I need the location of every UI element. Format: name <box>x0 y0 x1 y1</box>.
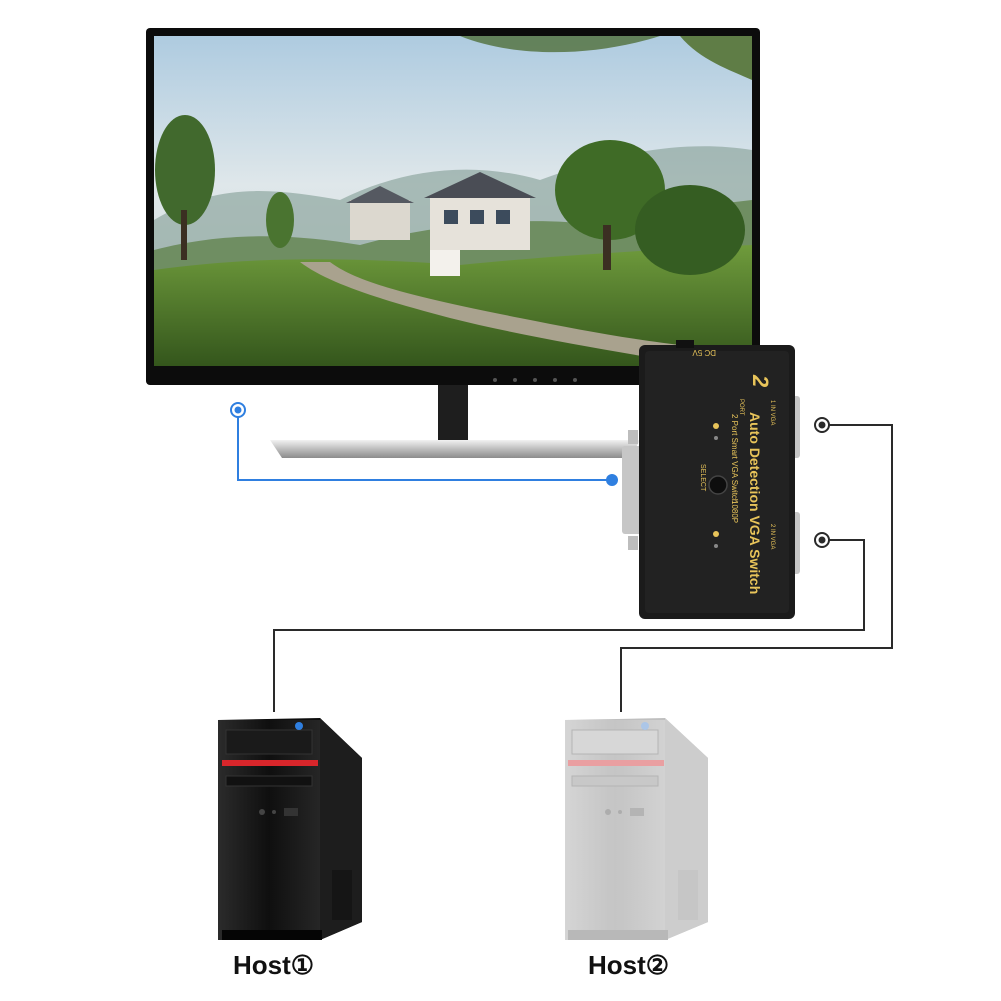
host2-cable <box>620 424 893 712</box>
monitor-stand-base <box>270 440 640 458</box>
host2-accent-stripe <box>568 760 664 766</box>
vga-switch-icon: DC 5V 2 PORT Auto Detection VGA Switch 2… <box>622 340 800 619</box>
host2-label: Host② <box>588 950 670 980</box>
host1-label: Host① <box>233 950 315 980</box>
host1-cable <box>273 539 865 712</box>
host2-pc-tower-icon <box>565 718 708 940</box>
port2-led-icon <box>713 531 719 537</box>
switch-port-word: PORT <box>738 399 744 416</box>
host1-accent-stripe <box>222 760 318 766</box>
switch-select-label: SELECT <box>699 464 706 492</box>
monitor-connection-line <box>230 402 618 486</box>
monitor-icon <box>146 28 760 458</box>
port1-led-icon <box>713 423 719 429</box>
host-cables <box>273 417 893 712</box>
switch-port2-label: 2 IN VGA <box>769 524 775 549</box>
switch-output-dot <box>606 474 618 486</box>
host1-pc-tower-icon <box>218 718 362 940</box>
host2-power-button[interactable] <box>641 722 649 730</box>
switch-port-count: 2 <box>748 374 773 388</box>
select-button[interactable] <box>708 475 728 495</box>
switch-resolution-badge: 1080P <box>730 500 739 523</box>
switch-title: Auto Detection VGA Switch <box>747 412 763 594</box>
switch-subtitle: 2 Port Smart VGA Switch <box>730 414 739 503</box>
monitor-stand-neck <box>438 380 468 446</box>
monitor-screen <box>154 36 752 366</box>
switch-power-label: DC 5V <box>692 348 716 357</box>
switch-port1-label: 1 IN VGA <box>769 400 775 425</box>
host1-power-button[interactable] <box>295 722 303 730</box>
